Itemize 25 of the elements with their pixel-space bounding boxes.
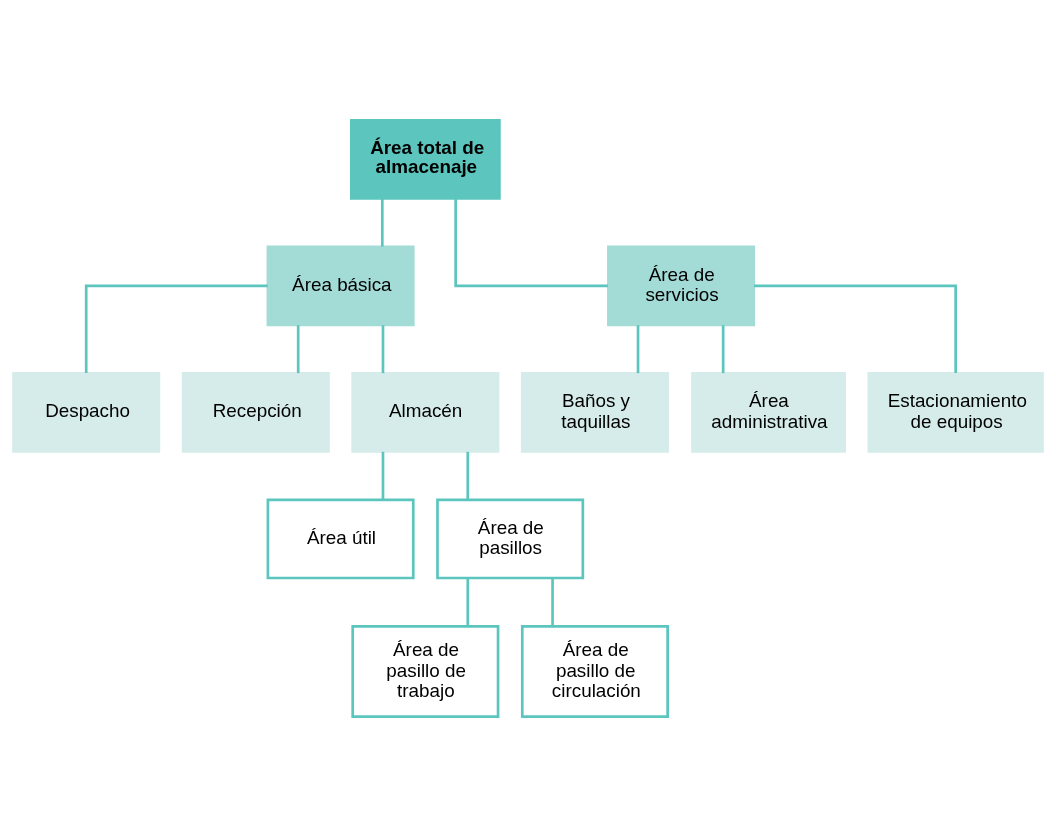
node-box: Despacho [12,371,161,453]
connector [721,324,725,373]
connector [454,198,608,287]
node-box: Área de pasillo de circulación [520,624,669,718]
node-box: Área básica [266,245,415,326]
connector [466,577,470,626]
connector [466,451,470,500]
node-box: Área útil [266,498,415,579]
connector [296,324,300,373]
node-box: Baños y taquillas [520,371,669,453]
node-box: Área de servicios [607,245,756,326]
connector [753,284,957,373]
node-box: Área administrativa [691,371,846,453]
connector [380,198,384,247]
node-box: Recepción [181,371,330,453]
node-box: Área de pasillos [436,498,585,579]
connector [84,284,268,373]
connector [636,324,640,373]
node-box: Área de pasillo de trabajo [351,624,500,718]
node-box: Estacionamiento de equipos [867,371,1044,453]
connector [381,324,385,373]
node-box: Almacén [351,371,500,453]
connector [381,451,385,500]
node-box: Área total de almacenaje [350,118,501,200]
connector [551,577,554,626]
